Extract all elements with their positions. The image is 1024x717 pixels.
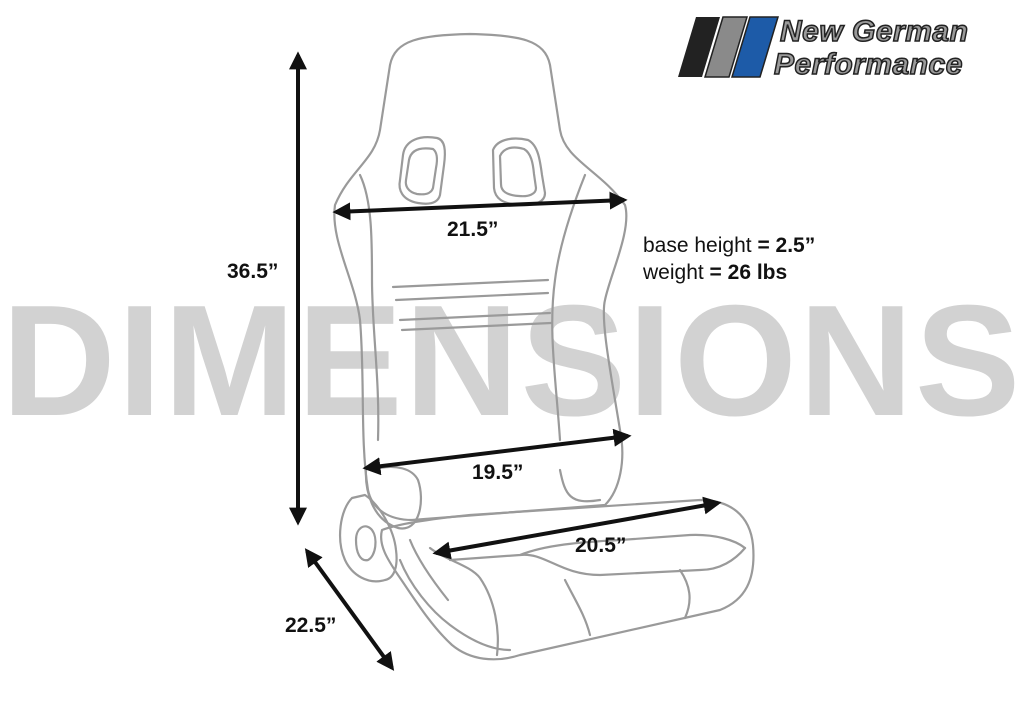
base-height-label: base height	[643, 234, 752, 257]
base-height-value: = 2.5”	[757, 234, 816, 257]
dimensions-watermark: DIMENSIONS	[1, 273, 1023, 449]
seat-side	[398, 538, 512, 652]
specs-block: base height = 2.5” weight = 26 lbs	[643, 232, 815, 286]
cushion-length-arrow	[432, 496, 722, 560]
waist-width-arrow	[362, 428, 632, 476]
weight-value: = 26 lbs	[709, 261, 788, 284]
weight-label: weight	[643, 261, 704, 284]
cushion-length-label: 20.5”	[575, 534, 627, 557]
brand-logo: New German Performance	[678, 14, 1008, 80]
brand-line-2: Performance	[773, 48, 963, 81]
stripe-grey	[703, 16, 749, 78]
height-label: 36.5”	[227, 260, 279, 283]
stitch-lines	[391, 278, 553, 332]
shoulder-width-label: 21.5”	[447, 218, 499, 241]
stripe-black	[678, 17, 720, 77]
logo-stripes	[678, 16, 780, 78]
brand-line-1: New German	[779, 15, 969, 48]
weight-line: weight = 26 lbs	[643, 259, 815, 286]
depth-label: 22.5”	[285, 614, 337, 637]
harness-slot-left-inner	[404, 147, 439, 196]
base-height-line: base height = 2.5”	[643, 232, 815, 259]
waist-width-label: 19.5”	[472, 461, 524, 484]
backrest-shell	[333, 32, 628, 522]
depth-arrow	[304, 548, 395, 671]
shoulder-width-arrow	[332, 191, 628, 221]
stripe-blue	[730, 16, 780, 78]
